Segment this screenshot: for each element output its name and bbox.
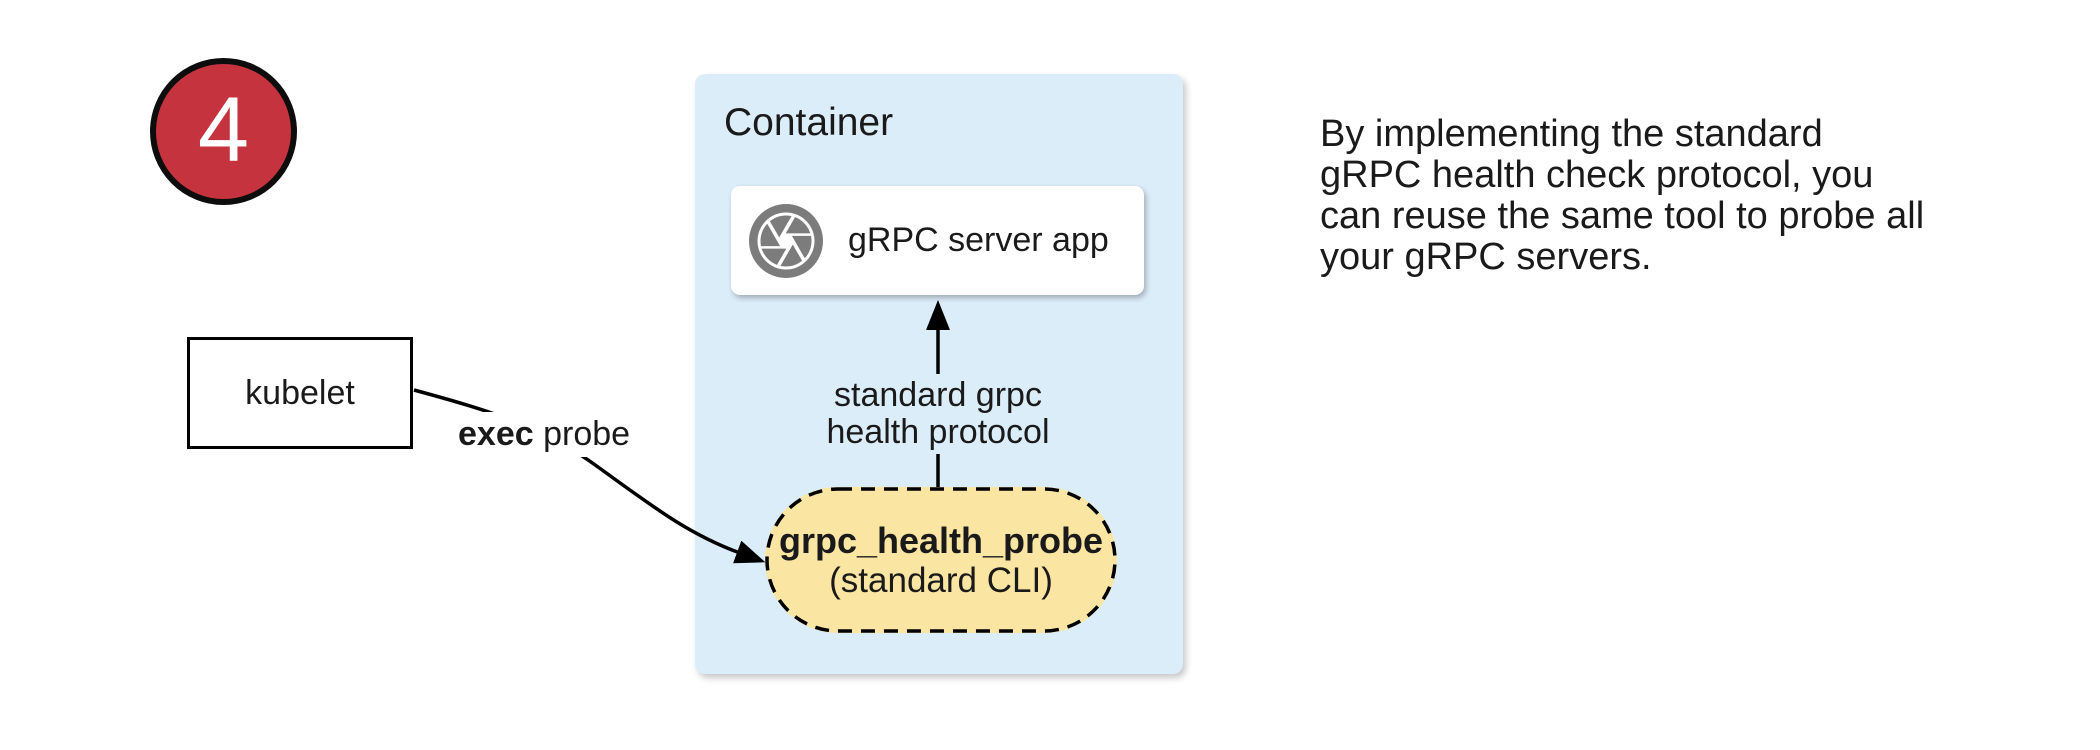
grpc-health-probe-node: grpc_health_probe (standard CLI) (765, 487, 1117, 633)
grpc-server-app-node: gRPC server app (731, 186, 1144, 295)
grpc-health-probe-label: grpc_health_probe (778, 519, 1104, 561)
caption-text: By implementing the standard gRPC health… (1320, 113, 1925, 278)
kubelet-label: kubelet (245, 373, 355, 412)
dashed-border (765, 487, 1117, 633)
kubelet-node: kubelet (187, 337, 413, 449)
exec-probe-arrow-label: exec probe (450, 412, 639, 457)
exec-probe-label-rest: probe (533, 415, 631, 453)
step-number: 4 (197, 78, 250, 181)
grpc-server-app-label: gRPC server app (848, 221, 1109, 259)
health-protocol-arrow-label: standard grpc health protocol (816, 374, 1060, 454)
container-node: Container gRPC server app grpc_health_pr… (695, 74, 1183, 674)
exec-probe-label-bold: exec (458, 415, 534, 453)
container-title: Container (724, 101, 894, 144)
step-number-badge: 4 (150, 58, 297, 205)
grpc-health-probe-subtitle: (standard CLI) (829, 560, 1053, 600)
camera-shutter-icon (749, 203, 823, 278)
